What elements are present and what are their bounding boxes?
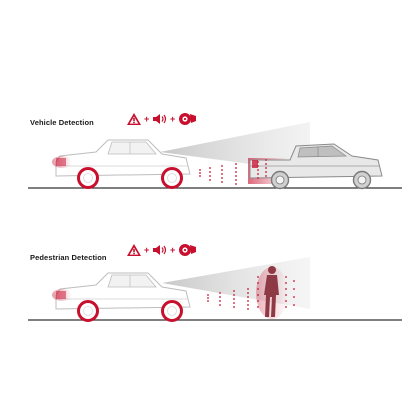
plus-sign: + — [170, 245, 176, 255]
warning-triangle-icon — [127, 113, 141, 125]
alert-icons: + + — [126, 243, 196, 259]
vehicle-detection-title: Vehicle Detection — [30, 118, 94, 127]
speaker-icon — [153, 114, 167, 124]
plus-sign: + — [144, 114, 150, 124]
warning-triangle-icon — [127, 244, 141, 256]
vehicle-scene-drawing — [28, 122, 402, 190]
alert-icons: + + — [126, 112, 196, 128]
pedestrian-scene-drawing — [28, 257, 402, 322]
pedestrian-detection-title: Pedestrian Detection — [30, 253, 107, 262]
pedestrian-figure — [256, 266, 288, 319]
plus-sign: + — [144, 245, 150, 255]
brake-disc-icon — [179, 244, 196, 256]
own-vehicle — [52, 139, 191, 189]
speaker-icon — [153, 245, 167, 255]
pedestrian-detection-scene: Pedestrian Detection + + — [0, 235, 420, 335]
own-vehicle — [52, 272, 191, 322]
brake-disc-icon — [179, 113, 196, 125]
vehicle-detection-scene: Vehicle Detection + + — [0, 100, 420, 200]
target-vehicle — [248, 143, 383, 190]
radar-waves — [199, 159, 267, 185]
plus-sign: + — [170, 114, 176, 124]
